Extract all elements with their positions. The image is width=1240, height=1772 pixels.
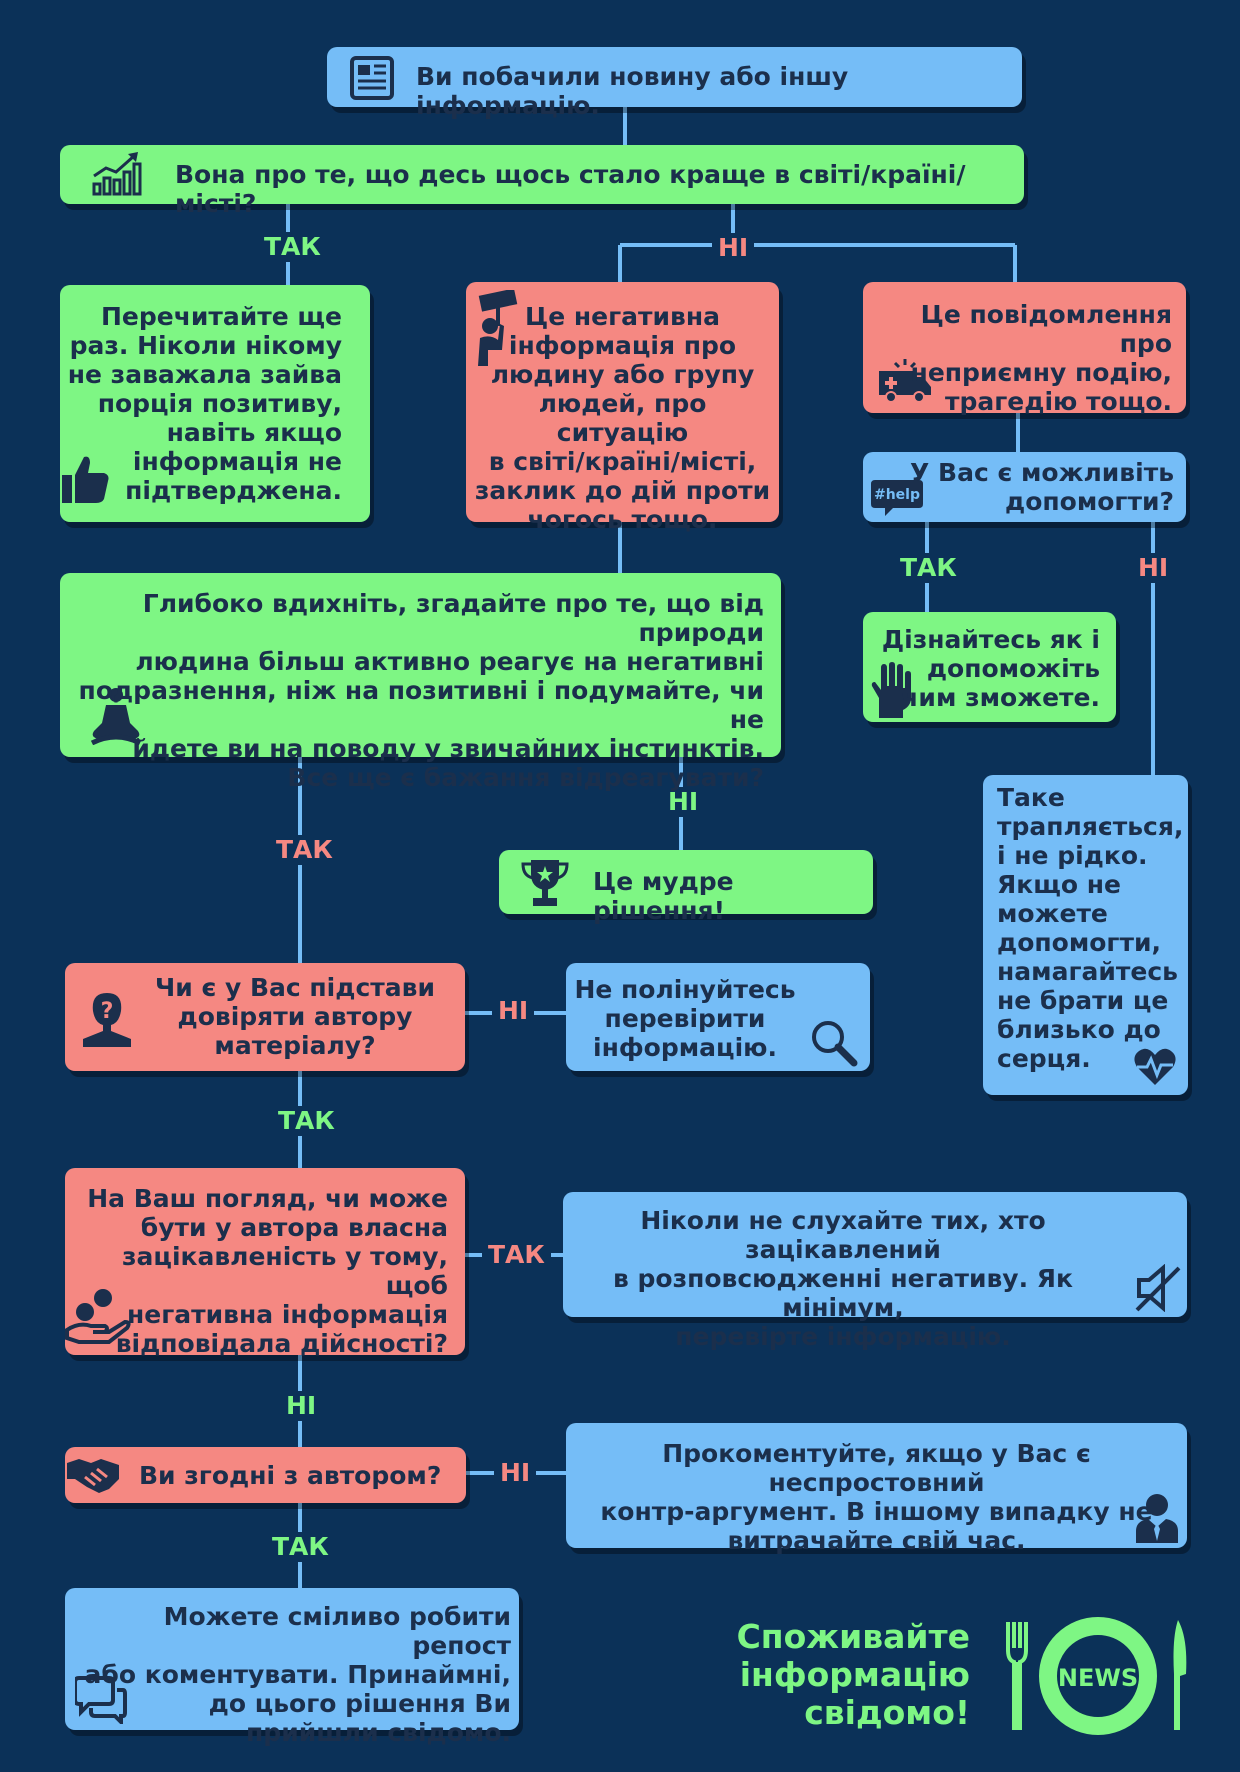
newspaper-icon bbox=[350, 56, 394, 100]
tragedy-text: Це повідомлення про неприємну подію, тра… bbox=[910, 300, 1172, 416]
thumbs-up-icon bbox=[62, 456, 109, 503]
heart-pulse-icon bbox=[1134, 1048, 1176, 1085]
news-logo-text: NEWS bbox=[1058, 1664, 1138, 1692]
no-label: НІ bbox=[662, 787, 705, 817]
help-chat-icon: #help bbox=[871, 480, 923, 516]
growth-chart-icon bbox=[92, 152, 142, 196]
protester-sign-icon bbox=[478, 290, 518, 366]
tragedy-node: Це повідомлення про неприємну подію, тра… bbox=[863, 282, 1186, 416]
comment-text: Прокоментуйте, якщо у Вас є неспростовни… bbox=[600, 1439, 1153, 1555]
reread-node: Перечитайте ще раз. Ніколи нікому не зав… bbox=[60, 285, 370, 522]
negative-info-text: Це негативна інформація про людину або г… bbox=[474, 302, 771, 534]
yes-label: ТАК bbox=[270, 835, 339, 865]
businessman-icon bbox=[1136, 1494, 1178, 1543]
raised-hand-icon bbox=[871, 662, 911, 718]
breathe-node: Глибоко вдихніть, згадайте про те, що ві… bbox=[60, 573, 781, 792]
find-out-text: Дізнайтесь як і допоможіть чим зможете. bbox=[881, 625, 1100, 712]
trophy-icon bbox=[521, 860, 569, 906]
no-label: НІ bbox=[712, 233, 755, 263]
yes-label: ТАК bbox=[272, 1106, 341, 1136]
knife-icon bbox=[1173, 1620, 1187, 1730]
negative-info-node: Це негативна інформація про людину або г… bbox=[466, 282, 779, 534]
can-help-text: У Вас є можливіть допомогти? bbox=[910, 458, 1174, 516]
verify-text: Не полінуйтесь перевірити інформацію. bbox=[574, 975, 796, 1062]
slogan: Споживайте інформацію свідомо! bbox=[736, 1617, 970, 1732]
repost-text: Можете сміливо робити репост або коменту… bbox=[84, 1602, 511, 1747]
breathe-text: Глибоко вдихніть, згадайте про те, що ві… bbox=[78, 589, 764, 792]
magnifier-icon bbox=[812, 1021, 858, 1067]
no-label: НІ bbox=[280, 1391, 323, 1421]
yes-label: ТАК bbox=[266, 1532, 335, 1562]
wise-node: Це мудре рішення! bbox=[499, 850, 873, 925]
agree-text: Ви згодні з автором? bbox=[139, 1461, 442, 1490]
start-text: Ви побачили новину або іншу інформацію. bbox=[416, 62, 849, 120]
meditation-icon bbox=[90, 688, 142, 745]
never-listen-text: Ніколи не слухайте тих, хто зацікавлений… bbox=[612, 1206, 1074, 1351]
better-question-text: Вона про те, що десь щось стало краще в … bbox=[175, 160, 966, 218]
agree-node: Ви згодні з автором? bbox=[65, 1447, 466, 1503]
find-out-node: Дізнайтесь як і допоможіть чим зможете. bbox=[863, 612, 1116, 722]
never-listen-node: Ніколи не слухайте тих, хто зацікавлений… bbox=[563, 1192, 1187, 1351]
happens-node: Таке трапляється, і не рідко. Якщо не мо… bbox=[983, 775, 1188, 1095]
trust-node: ? Чи є у Вас підстави довіряти автору ма… bbox=[65, 963, 465, 1071]
happens-text: Таке трапляється, і не рідко. Якщо не мо… bbox=[997, 783, 1184, 1073]
unknown-person-icon: ? bbox=[83, 993, 131, 1047]
yes-label: ТАК bbox=[258, 232, 327, 262]
repost-node: Можете сміливо робити репост або коменту… bbox=[65, 1588, 519, 1747]
yes-label: ТАК bbox=[482, 1240, 551, 1270]
interest-text: На Ваш погляд, чи може бути у автора вла… bbox=[87, 1184, 448, 1358]
money-hand-icon bbox=[65, 1289, 131, 1344]
no-label: НІ bbox=[492, 996, 535, 1026]
start-node: Ви побачили новину або іншу інформацію. bbox=[327, 47, 1022, 120]
wise-text: Це мудре рішення! bbox=[593, 867, 734, 925]
yes-label: ТАК bbox=[894, 553, 963, 583]
muted-speaker-icon bbox=[1135, 1264, 1181, 1312]
fork-icon bbox=[1006, 1622, 1028, 1730]
no-label: НІ bbox=[1132, 553, 1175, 583]
can-help-node: #help У Вас є можливіть допомогти? bbox=[863, 452, 1186, 522]
interest-node: На Ваш погляд, чи може бути у автора вла… bbox=[65, 1168, 465, 1358]
comment-node: Прокоментуйте, якщо у Вас є неспростовни… bbox=[566, 1423, 1187, 1555]
reread-text: Перечитайте ще раз. Ніколи нікому не зав… bbox=[67, 302, 342, 505]
handshake-icon bbox=[67, 1459, 119, 1493]
svg-text:?: ? bbox=[101, 999, 114, 1024]
better-question-node: Вона про те, що десь щось стало краще в … bbox=[60, 145, 1024, 218]
plate-icon: NEWS bbox=[1039, 1617, 1157, 1735]
chat-bubbles-icon bbox=[75, 1676, 127, 1724]
no-label: НІ bbox=[494, 1458, 537, 1488]
verify-node: Не полінуйтесь перевірити інформацію. bbox=[566, 963, 870, 1071]
svg-text:#help: #help bbox=[874, 487, 920, 503]
ambulance-icon bbox=[879, 359, 931, 403]
trust-text: Чи є у Вас підстави довіряти автору мате… bbox=[155, 973, 435, 1060]
